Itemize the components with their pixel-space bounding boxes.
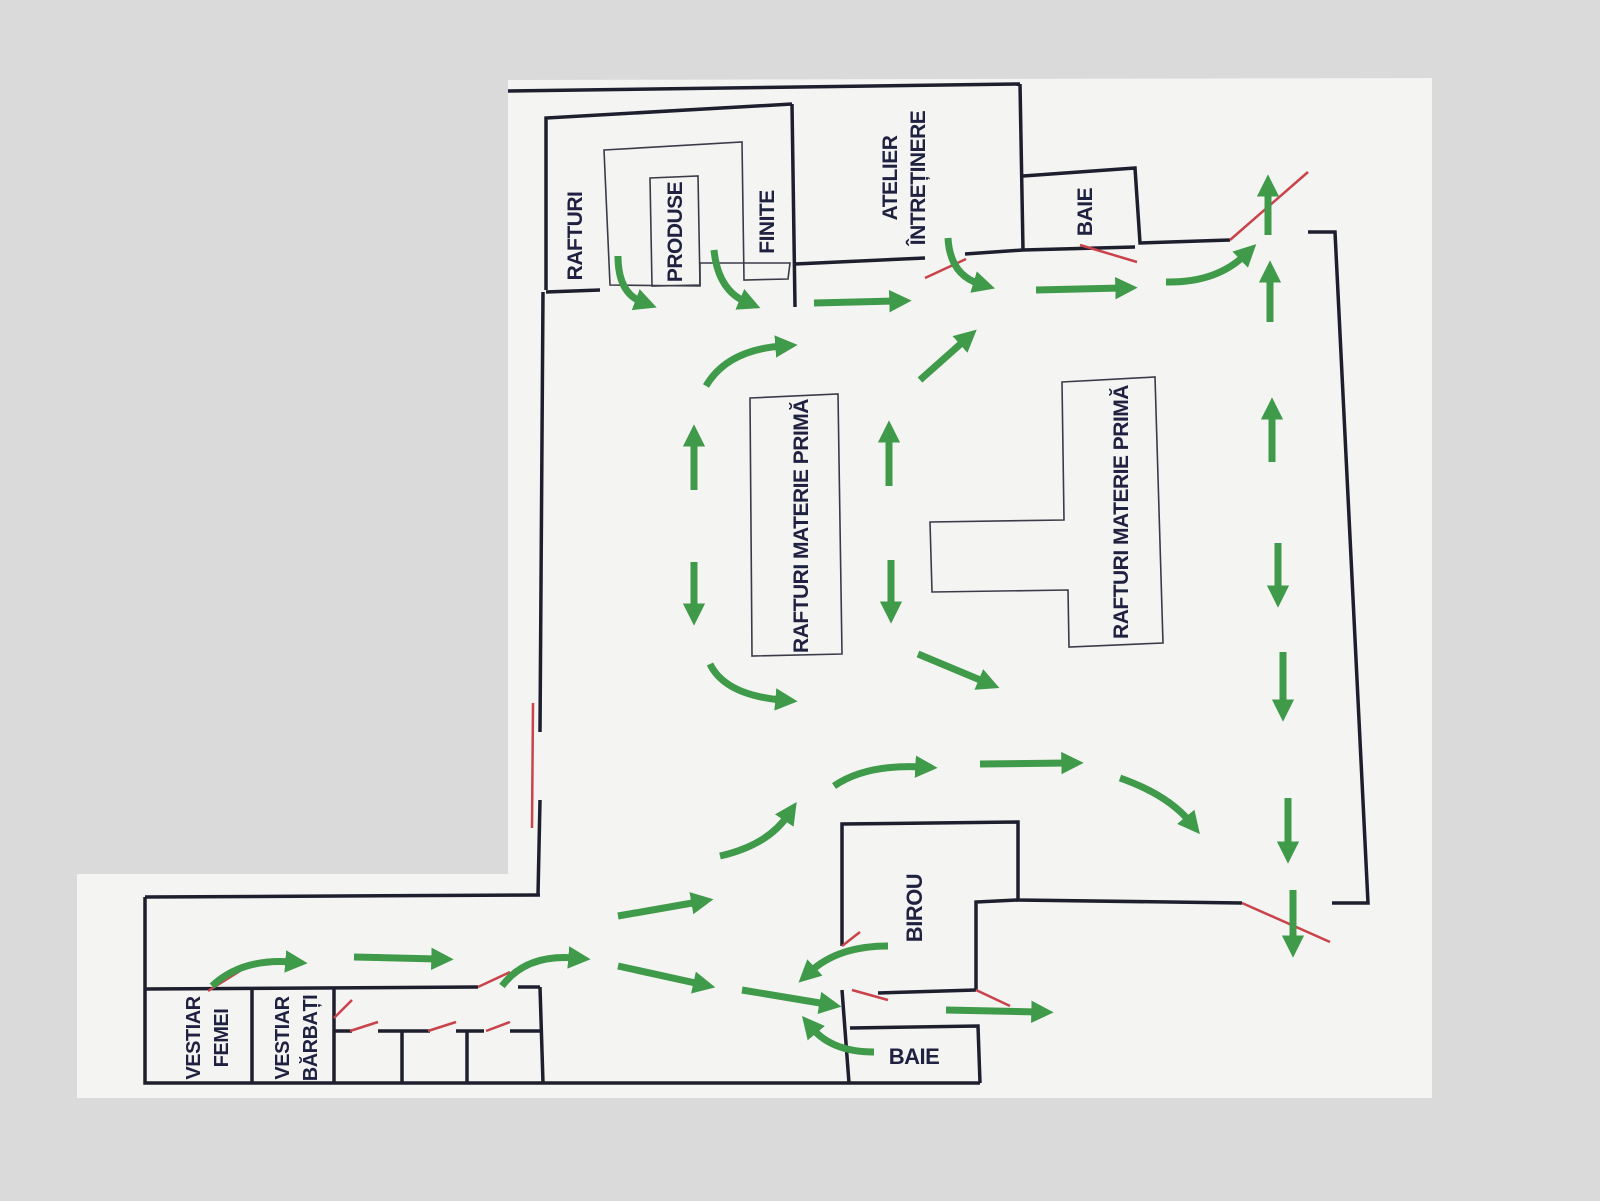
label-finite: FINITE	[756, 190, 779, 254]
label-rafturi-materie-prima-1: RAFTURI MATERIE PRIMĂ	[790, 399, 813, 653]
evacuation-arrow-icon	[801, 1015, 875, 1056]
door-swing-icon	[333, 999, 353, 1019]
door-swing-icon	[851, 988, 889, 1002]
evacuation-arrow-icon	[719, 801, 797, 860]
door-swing-icon	[975, 988, 1011, 1008]
label-rafturi: RAFTURI	[564, 192, 587, 281]
door-swing-icon	[924, 257, 967, 280]
evacuation-arrow-icon	[710, 249, 761, 310]
evacuation-arrow-icon	[1118, 774, 1200, 835]
label-birou: BIROU	[902, 874, 927, 942]
door-swing-icon	[485, 1020, 511, 1033]
label-atelier: ATELIER	[879, 135, 902, 220]
door-swing-icon	[530, 702, 535, 829]
evacuation-arrow-icon	[499, 946, 591, 989]
evacuation-arrow-icon	[617, 962, 716, 994]
evacuation-arrow-icon	[706, 662, 798, 711]
evacuation-arrow-icon	[832, 755, 938, 789]
label-femei: FEMEI	[211, 1009, 233, 1068]
walls	[143, 82, 1370, 1085]
label-baie-bottom: BAIE	[889, 1044, 940, 1069]
evacuation-arrow-icon	[614, 255, 657, 311]
evacuation-arrow-icon	[916, 650, 1000, 690]
label-baie-top: BAIE	[1074, 187, 1097, 236]
label-vestiar-barbati: VESTIAR	[272, 995, 294, 1079]
evacuation-arrow-icon	[741, 986, 842, 1014]
evacuation-arrow-icon	[945, 1000, 1054, 1024]
label-rafturi-materie-prima-2: RAFTURI MATERIE PRIMĂ	[1110, 385, 1133, 639]
label-intretinere: ÎNTREȚINERE	[906, 110, 930, 246]
evacuation-arrow-icon	[1165, 244, 1257, 286]
evacuation-arrow-icon	[702, 335, 798, 388]
evacuation-arrow-icon	[353, 947, 454, 971]
shelving	[603, 141, 1164, 657]
evacuation-arrow-icon	[617, 892, 714, 920]
evacuation-arrow-icon	[944, 237, 996, 293]
door-swing-icon	[427, 1020, 457, 1033]
evacuation-arrow-icon	[209, 950, 308, 989]
evacuation-arrow-icon	[917, 329, 977, 383]
door-swing-icon	[1241, 901, 1331, 944]
evacuation-arrow-icon	[813, 289, 912, 313]
evacuation-arrow-icon	[798, 942, 889, 983]
door-swing-icon	[841, 931, 861, 947]
label-barbati: BĂRBAȚI	[299, 995, 322, 1082]
door-swing-icon	[349, 1020, 379, 1033]
door-swing-icon	[477, 970, 511, 989]
label-produse: PRODUSE	[664, 181, 687, 282]
room-labels: RAFTURI PRODUSE FINITE ATELIER ÎNTREȚINE…	[183, 110, 1133, 1081]
evacuation-arrows	[209, 174, 1305, 1056]
evacuation-arrow-icon	[979, 751, 1084, 775]
evacuation-arrow-icon	[1035, 276, 1138, 300]
paper-sheet	[77, 78, 1432, 1098]
label-vestiar-femei: VESTIAR	[183, 995, 205, 1079]
door-swing-icon	[1079, 243, 1138, 264]
